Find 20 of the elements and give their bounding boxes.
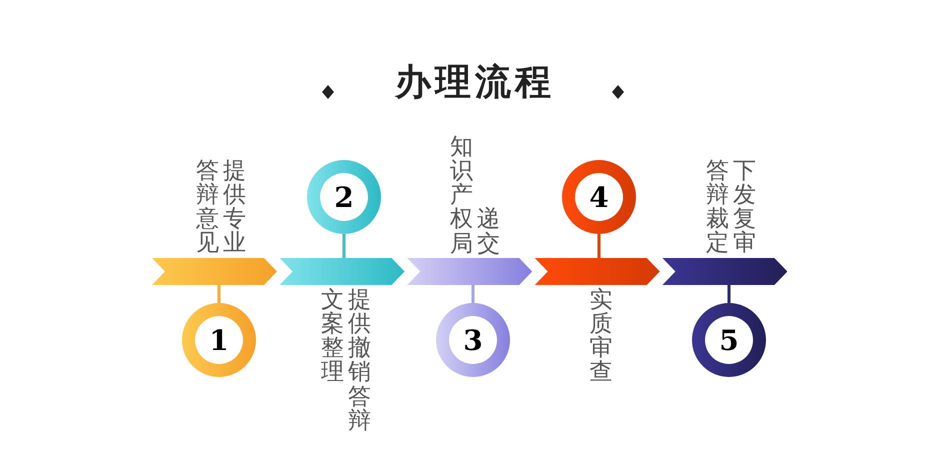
title: 办理流程: [394, 60, 556, 105]
connector-line: [342, 234, 346, 258]
step-number: 3: [449, 316, 497, 364]
connector-line: [728, 285, 730, 303]
step-number: 1: [195, 316, 243, 364]
step-description: 文案整理: [321, 288, 344, 385]
connector-line: [598, 234, 600, 258]
connector-line: [218, 285, 220, 303]
step-description: 提供撤销答辩: [348, 288, 371, 433]
step-description: 实质审查: [589, 288, 612, 385]
connector-line: [472, 285, 474, 303]
step-number: 2: [320, 173, 368, 221]
step-number: 4: [575, 173, 623, 221]
step-description: 知识产权局: [450, 135, 473, 256]
step-description: 提供专业: [223, 159, 246, 256]
step-description: 答辩意见: [196, 159, 219, 256]
step-description: 下发复审: [733, 159, 756, 256]
step-number: 5: [705, 316, 753, 364]
step-description: 递交: [477, 207, 500, 256]
step-description: 答辩裁定: [706, 159, 729, 256]
